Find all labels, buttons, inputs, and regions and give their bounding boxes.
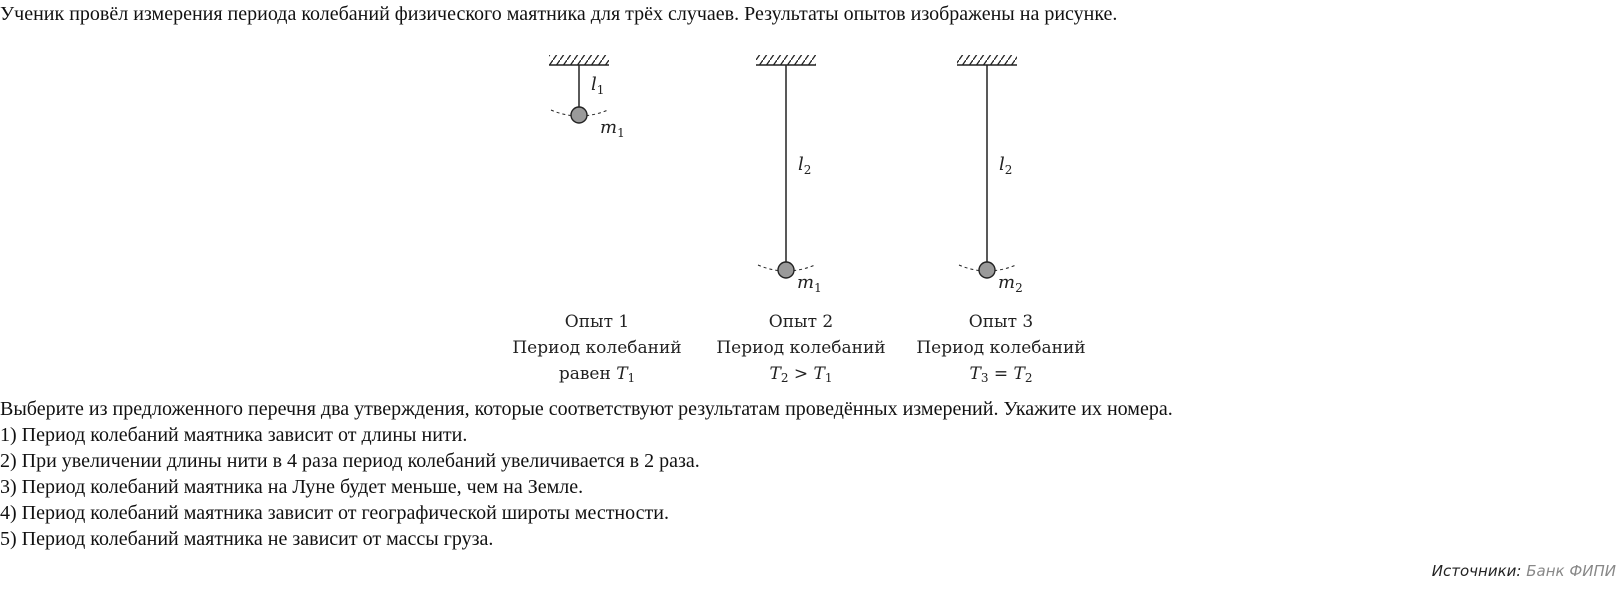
answer-option-4: 4) Период колебаний маятника зависит от … bbox=[0, 502, 669, 524]
length-label-2: l2 bbox=[798, 154, 811, 177]
caption-title: Опыт 3 bbox=[968, 312, 1034, 332]
ceiling-hatch-1 bbox=[549, 55, 609, 65]
pendulum-2: l2 m1 bbox=[756, 55, 822, 295]
caption-period-formula: T2 > T1 bbox=[769, 364, 833, 385]
length-label-1: l1 bbox=[591, 74, 604, 97]
caption-experiment-2: Опыт 2 Период колебаний T2 > T1 bbox=[706, 309, 896, 387]
caption-experiment-1: Опыт 1 Период колебаний равен T1 bbox=[502, 309, 692, 387]
caption-period-label: Период колебаний bbox=[716, 338, 886, 358]
answer-options-list: 1) Период колебаний маятника зависит от … bbox=[0, 422, 700, 552]
bob-2 bbox=[777, 261, 795, 279]
mass-label-2: m1 bbox=[797, 272, 822, 295]
question-text: Выберите из предложенного перечня два ут… bbox=[0, 398, 1173, 420]
mass-label-1: m1 bbox=[600, 117, 625, 140]
pendulum-figure: l1 m1 l2 m1 l2 m2 Опыт 1 Период колебани… bbox=[502, 55, 1096, 387]
answer-option-1: 1) Период колебаний маятника зависит от … bbox=[0, 424, 468, 446]
source-attribution: Источники: Банк ФИПИ bbox=[1432, 561, 1616, 581]
caption-experiment-3: Опыт 3 Период колебаний T3 = T2 bbox=[906, 309, 1096, 387]
mass-label-3: m2 bbox=[998, 272, 1023, 295]
source-link[interactable]: Банк ФИПИ bbox=[1526, 562, 1616, 580]
caption-title: Опыт 1 bbox=[564, 312, 630, 332]
ceiling-hatch-3 bbox=[957, 55, 1017, 65]
bob-3 bbox=[978, 261, 996, 279]
bob-1 bbox=[570, 106, 588, 124]
answer-option-5: 5) Период колебаний маятника не зависит … bbox=[0, 528, 494, 550]
answer-option-2: 2) При увеличении длины нити в 4 раза пе… bbox=[0, 450, 700, 472]
caption-period-label: Период колебаний bbox=[512, 338, 682, 358]
pendulum-diagram: l1 m1 l2 m1 l2 m2 bbox=[549, 55, 1023, 295]
caption-period-label: Период колебаний bbox=[916, 338, 1086, 358]
answer-option-3: 3) Период колебаний маятника на Луне буд… bbox=[0, 476, 584, 498]
source-label: Источники: bbox=[1431, 562, 1522, 580]
ceiling-hatch-2 bbox=[756, 55, 816, 65]
intro-text: Ученик провёл измерения периода колебани… bbox=[0, 3, 1118, 25]
pendulum-3: l2 m2 bbox=[957, 55, 1023, 295]
caption-title: Опыт 2 bbox=[768, 312, 834, 332]
pendulum-1: l1 m1 bbox=[549, 55, 625, 140]
caption-period-formula: T3 = T2 bbox=[969, 364, 1033, 385]
length-label-3: l2 bbox=[999, 154, 1012, 177]
caption-period-formula: равен T1 bbox=[558, 364, 636, 385]
